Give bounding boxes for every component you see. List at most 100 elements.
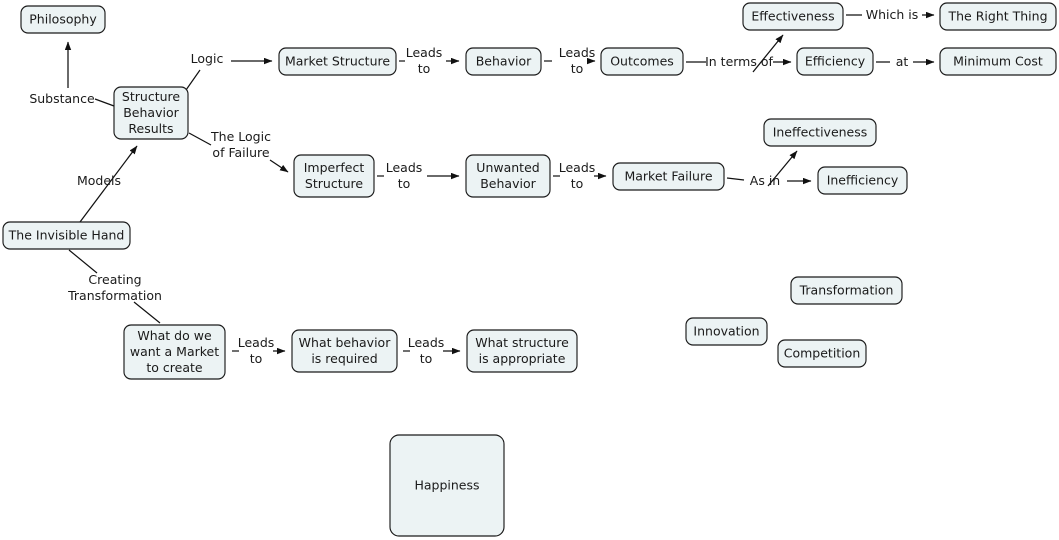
edge-logic: Logic xyxy=(185,51,273,91)
node-box-what-want[interactable] xyxy=(123,324,226,380)
node-box-minimum-cost[interactable] xyxy=(939,47,1057,76)
edge-stub-creating-transformation xyxy=(68,249,161,324)
node-invisible-hand[interactable]: The Invisible Hand xyxy=(2,221,131,250)
edge-label-which-is: Which is xyxy=(866,7,919,22)
edge-label-as-in: As in xyxy=(750,173,780,188)
node-box-efficiency[interactable] xyxy=(796,47,874,76)
node-box-inefficiency[interactable] xyxy=(817,166,908,195)
edge-path-logic-failure xyxy=(269,159,289,173)
node-box-effectiveness[interactable] xyxy=(742,2,844,31)
node-label-right-thing: The Right Thing xyxy=(948,8,1048,23)
node-box-behavior[interactable] xyxy=(465,47,542,76)
node-label-happiness: Happiness xyxy=(414,477,479,492)
node-box-invisible-hand[interactable] xyxy=(2,221,131,250)
node-box-market-failure[interactable] xyxy=(612,162,725,191)
node-box-happiness[interactable] xyxy=(389,434,505,537)
edge-substance: Substance xyxy=(29,41,115,107)
node-box-market-structure[interactable] xyxy=(278,47,397,76)
node-transformation[interactable]: Transformation xyxy=(790,276,903,305)
node-behavior[interactable]: Behavior xyxy=(465,47,542,76)
node-ineffectiveness[interactable]: Ineffectiveness xyxy=(763,118,877,147)
edge-stub-logic-failure xyxy=(188,132,212,146)
edge-path-ineffectiveness-branch xyxy=(767,150,798,187)
edge-path-models xyxy=(79,145,138,223)
edge-which-is: Which is xyxy=(846,7,935,22)
node-effectiveness[interactable]: Effectiveness xyxy=(742,2,844,31)
node-label-efficiency: Efficiency xyxy=(805,53,866,68)
node-box-ineffectiveness[interactable] xyxy=(763,118,877,147)
edge-path-effectiveness-branch xyxy=(752,34,784,73)
node-innovation[interactable]: Innovation xyxy=(685,317,768,346)
node-box-competition[interactable] xyxy=(777,339,867,368)
edge-label-in-terms-of: In terms of xyxy=(705,54,773,69)
node-market-structure[interactable]: Market Structure xyxy=(278,47,397,76)
node-label-ineffectiveness: Ineffectiveness xyxy=(773,124,868,139)
node-box-philosophy[interactable] xyxy=(20,5,106,34)
node-box-transformation[interactable] xyxy=(790,276,903,305)
edge-label-substance: Substance xyxy=(29,91,95,106)
node-label-innovation: Innovation xyxy=(693,323,759,338)
node-label-competition: Competition xyxy=(784,345,861,360)
node-label-minimum-cost: Minimum Cost xyxy=(953,53,1043,68)
node-box-what-structure[interactable] xyxy=(466,329,578,373)
edge-models: Models xyxy=(77,145,138,223)
edge-as-in: As in xyxy=(726,173,812,188)
node-box-outcomes[interactable] xyxy=(600,47,684,76)
node-box-right-thing[interactable] xyxy=(939,2,1057,31)
node-competition[interactable]: Competition xyxy=(777,339,867,368)
node-happiness[interactable]: Happiness xyxy=(389,434,505,537)
node-label-effectiveness: Effectiveness xyxy=(751,8,834,23)
node-right-thing[interactable]: The Right Thing xyxy=(939,2,1057,31)
node-philosophy[interactable]: Philosophy xyxy=(20,5,106,34)
node-outcomes[interactable]: Outcomes xyxy=(600,47,684,76)
edge-label-models: Models xyxy=(77,173,121,188)
node-label-outcomes: Outcomes xyxy=(610,53,674,68)
edge-in-terms-of: In terms of xyxy=(686,54,792,69)
edge-effectiveness-branch xyxy=(752,34,784,73)
node-box-innovation[interactable] xyxy=(685,317,768,346)
node-inefficiency[interactable]: Inefficiency xyxy=(817,166,908,195)
node-box-what-behavior[interactable] xyxy=(291,329,398,373)
node-box-sbr[interactable] xyxy=(113,86,189,140)
edge-ineffectiveness-branch xyxy=(767,150,798,187)
node-box-imperfect-structure[interactable] xyxy=(293,154,375,198)
node-label-invisible-hand: The Invisible Hand xyxy=(8,227,125,242)
node-label-inefficiency: Inefficiency xyxy=(827,172,899,187)
node-box-unwanted-behavior[interactable] xyxy=(465,154,551,198)
node-label-transformation: Transformation xyxy=(799,282,894,297)
node-minimum-cost[interactable]: Minimum Cost xyxy=(939,47,1057,76)
edge-label-at: at xyxy=(896,54,909,69)
node-label-behavior: Behavior xyxy=(476,53,532,68)
node-market-failure[interactable]: Market Failure xyxy=(612,162,725,191)
node-label-philosophy: Philosophy xyxy=(29,11,97,26)
node-efficiency[interactable]: Efficiency xyxy=(796,47,874,76)
edge-label-logic: Logic xyxy=(191,51,224,66)
